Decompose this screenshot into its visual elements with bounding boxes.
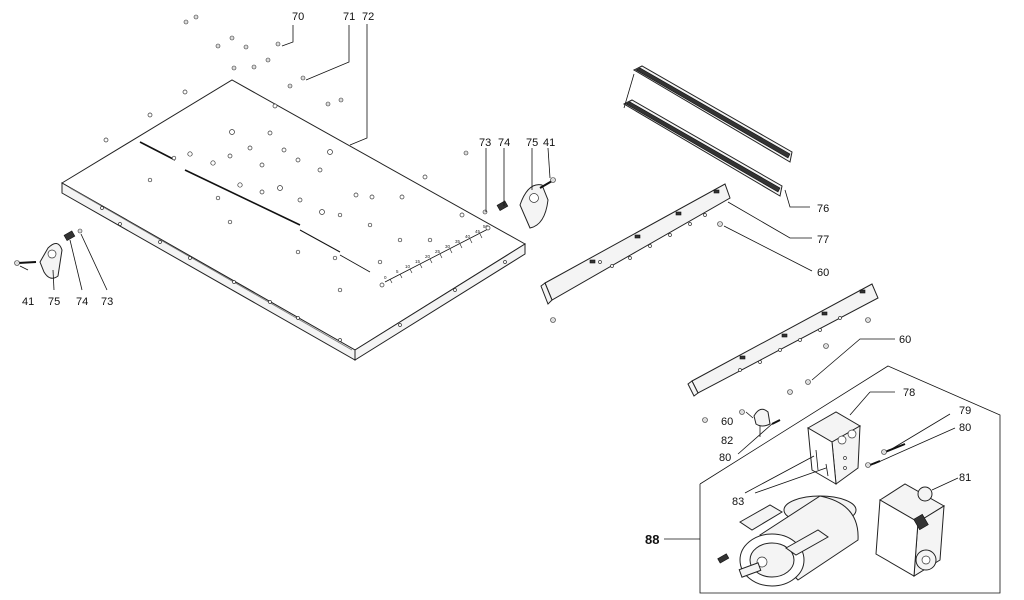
- left-fastener-group: [14, 228, 83, 279]
- guide-rail-icon: [622, 65, 793, 197]
- callout-60: 60: [899, 334, 911, 346]
- callout-73: 73: [101, 296, 113, 308]
- callout-80: 80: [959, 422, 971, 434]
- leader-lines: [19, 24, 959, 540]
- screw-icon: [183, 14, 344, 107]
- electric-motor-icon: [717, 495, 859, 587]
- support-bracket-icon: [540, 183, 731, 305]
- right-fastener-group: [463, 150, 556, 229]
- scale-mark: 5: [396, 269, 399, 274]
- callout-74: 74: [76, 296, 88, 308]
- callout-70: 70: [292, 11, 304, 23]
- motor-bracket-icon: [807, 411, 861, 485]
- scale-mark: 10: [405, 264, 411, 269]
- callout-77: 77: [817, 234, 829, 246]
- callout-82: 82: [721, 435, 733, 447]
- nut-icon: [550, 221, 871, 423]
- scale-mark: 15: [415, 259, 421, 264]
- callout-76: 76: [817, 203, 829, 215]
- support-bracket-icon: [687, 283, 879, 397]
- callout-labels: 70 71 72 73 74 75 41 41 75 74 73 76 77 6…: [22, 11, 971, 547]
- switch-box-icon: [875, 483, 945, 577]
- callout-75: 75: [48, 296, 60, 308]
- scale-mark: 0: [384, 275, 387, 280]
- callout-41: 41: [543, 137, 555, 149]
- callout-72: 72: [362, 11, 374, 23]
- table-top-plate-icon: 0 5 10 15 20 25 30 35 40 45 50: [61, 79, 526, 361]
- callout-88: 88: [645, 532, 659, 547]
- callout-74: 74: [498, 137, 510, 149]
- scale-mark: 40: [465, 234, 471, 239]
- callout-41: 41: [22, 296, 34, 308]
- callout-73: 73: [479, 137, 491, 149]
- scale-mark: 45: [475, 229, 481, 234]
- assembly-outline: [699, 365, 1001, 594]
- callout-71: 71: [343, 11, 355, 23]
- callout-78: 78: [903, 387, 915, 399]
- callout-83: 83: [732, 496, 744, 508]
- callout-60: 60: [721, 416, 733, 428]
- scale-mark: 35: [455, 239, 461, 244]
- callout-75: 75: [526, 137, 538, 149]
- scale-mark: 30: [445, 244, 451, 249]
- scale-mark: 50: [483, 224, 489, 229]
- callout-81: 81: [959, 472, 971, 484]
- clip-icon: [753, 408, 781, 427]
- scale-mark: 25: [435, 249, 441, 254]
- callout-80: 80: [719, 452, 731, 464]
- callout-60: 60: [817, 267, 829, 279]
- scale-mark: 20: [425, 254, 431, 259]
- callout-79: 79: [959, 405, 971, 417]
